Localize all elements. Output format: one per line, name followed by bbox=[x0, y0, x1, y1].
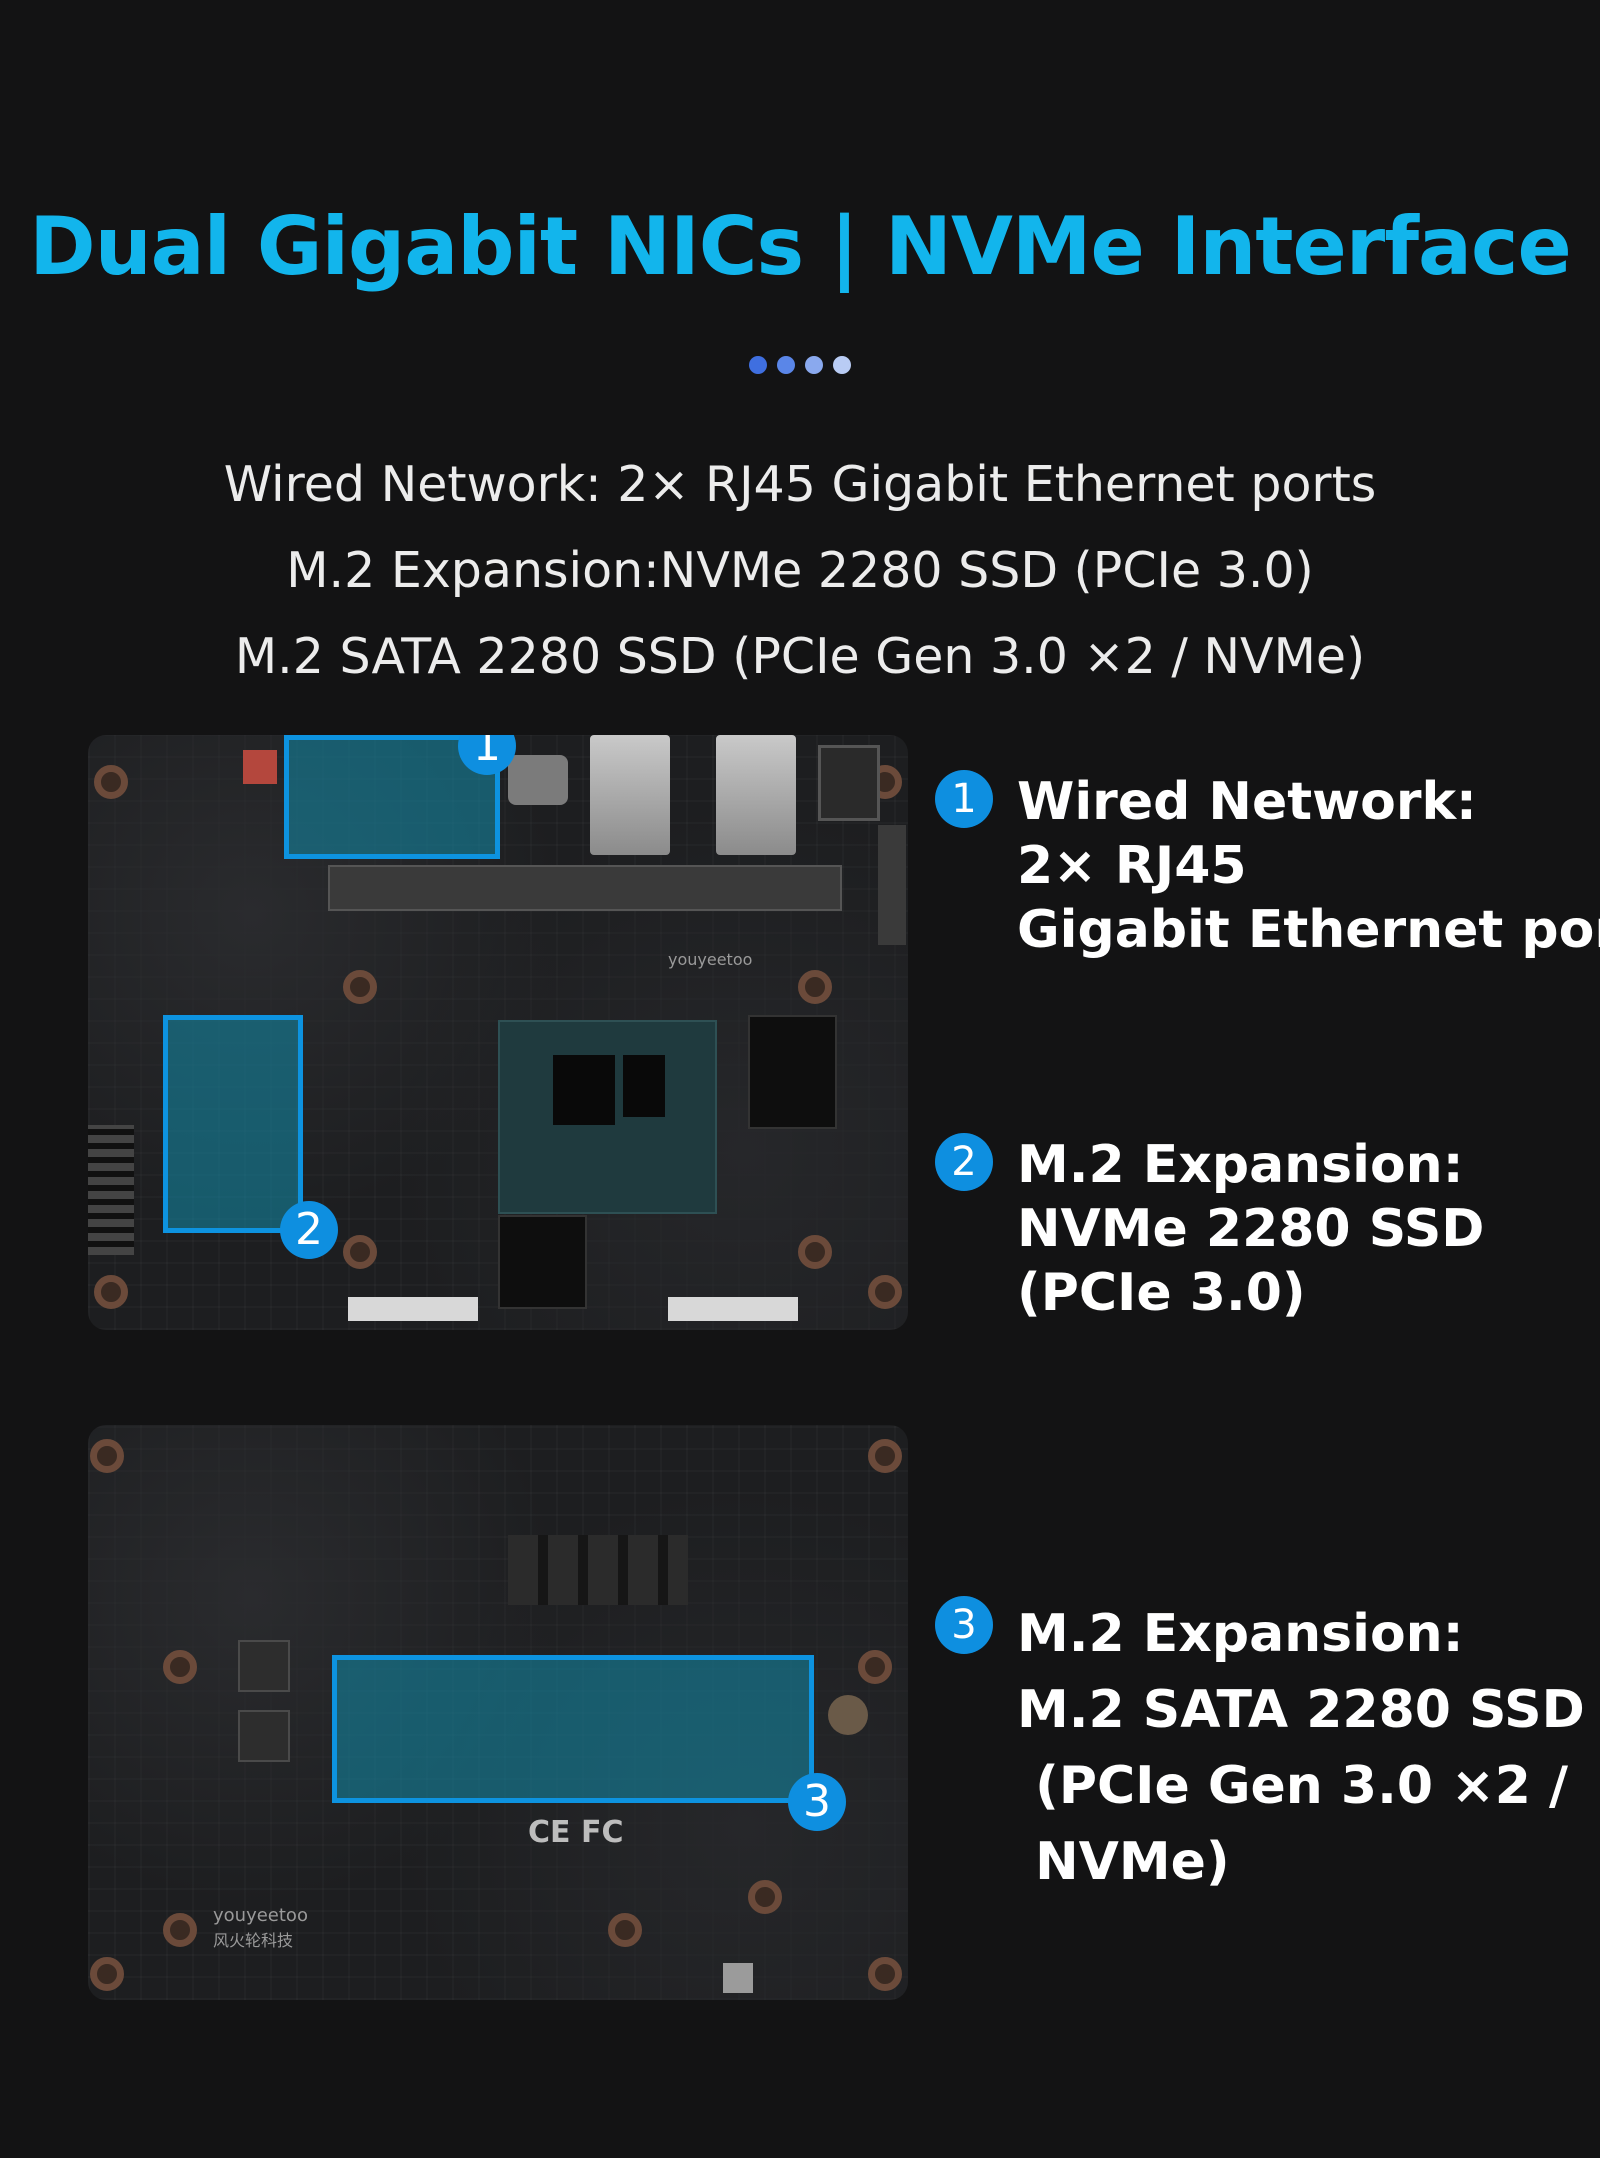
spec-summary: Wired Network: 2× RJ45 Gigabit Ethernet … bbox=[0, 442, 1600, 700]
callout-number: 3 bbox=[935, 1596, 993, 1654]
mount-hole bbox=[94, 1275, 128, 1309]
board-logo: youyeetoo bbox=[668, 950, 753, 969]
mount-hole bbox=[90, 1439, 124, 1473]
usbc-port bbox=[508, 755, 568, 805]
chip-array bbox=[508, 1535, 688, 1605]
callout-text: Wired Network: 2× RJ45 Gigabit Ethernet … bbox=[1017, 772, 1600, 960]
mount-hole bbox=[748, 1880, 782, 1914]
callout-number: 2 bbox=[935, 1133, 993, 1191]
mount-hole bbox=[858, 1650, 892, 1684]
dot-3 bbox=[805, 356, 823, 374]
board-top-image: youyeetoo 1 2 bbox=[88, 735, 908, 1330]
power-jack bbox=[818, 745, 880, 821]
red-connector bbox=[243, 750, 277, 784]
mount-hole bbox=[343, 1235, 377, 1269]
sata-connector bbox=[878, 825, 906, 945]
spec-line-nvme: M.2 Expansion:NVMe 2280 SSD (PCIe 3.0) bbox=[286, 542, 1314, 599]
inductor bbox=[238, 1710, 290, 1762]
board-logo: youyeetoo bbox=[213, 1905, 308, 1926]
spec-line-network: Wired Network: 2× RJ45 Gigabit Ethernet … bbox=[223, 456, 1377, 513]
dot-2 bbox=[777, 356, 795, 374]
mount-hole bbox=[163, 1913, 197, 1947]
badge-3: 3 bbox=[788, 1773, 846, 1831]
cpu-die bbox=[553, 1055, 615, 1125]
dot-1 bbox=[749, 356, 767, 374]
highlight-sata bbox=[332, 1655, 814, 1803]
mount-hole bbox=[798, 1235, 832, 1269]
fpc-connector bbox=[348, 1297, 478, 1321]
ddr-slot bbox=[328, 865, 842, 911]
mount-hole bbox=[94, 765, 128, 799]
badge-1: 1 bbox=[458, 735, 516, 775]
board-logo-cn: 风火轮科技 bbox=[213, 1931, 294, 1950]
callout-text: M.2 Expansion: NVMe 2280 SSD (PCIe 3.0) bbox=[1017, 1135, 1485, 1323]
chip bbox=[498, 1215, 587, 1309]
fpc-connector bbox=[668, 1297, 798, 1321]
mount-hole bbox=[868, 1275, 902, 1309]
chip bbox=[748, 1015, 837, 1129]
mount-hole bbox=[343, 970, 377, 1004]
pin-header bbox=[88, 1125, 134, 1255]
mount-hole bbox=[163, 1650, 197, 1684]
mount-hole bbox=[798, 970, 832, 1004]
inductor bbox=[238, 1640, 290, 1692]
callout-text: M.2 Expansion: M.2 SATA 2280 SSD (PCIe G… bbox=[1017, 1604, 1585, 1892]
mount-hole bbox=[868, 1439, 902, 1473]
highlight-nvme bbox=[163, 1015, 303, 1233]
cpu-die bbox=[623, 1055, 665, 1117]
mount-hole bbox=[868, 1957, 902, 1991]
mount-hole bbox=[90, 1957, 124, 1991]
cert-marks: CE FC bbox=[528, 1815, 624, 1850]
callout-number: 1 bbox=[935, 770, 993, 828]
page-title: Dual Gigabit NICs | NVMe Interface bbox=[29, 200, 1571, 293]
dot-4 bbox=[833, 356, 851, 374]
spec-line-sata: M.2 SATA 2280 SSD (PCIe Gen 3.0 ×2 / NVM… bbox=[234, 628, 1366, 685]
white-pad bbox=[723, 1963, 753, 1993]
coin-cell bbox=[828, 1695, 868, 1735]
usb-port bbox=[716, 735, 796, 855]
pagination-dots bbox=[0, 356, 1600, 378]
mount-hole bbox=[608, 1913, 642, 1947]
badge-2: 2 bbox=[280, 1201, 338, 1259]
board-bottom-image: CE FC youyeetoo 风火轮科技 3 bbox=[88, 1425, 908, 2000]
usb-port bbox=[590, 735, 670, 855]
